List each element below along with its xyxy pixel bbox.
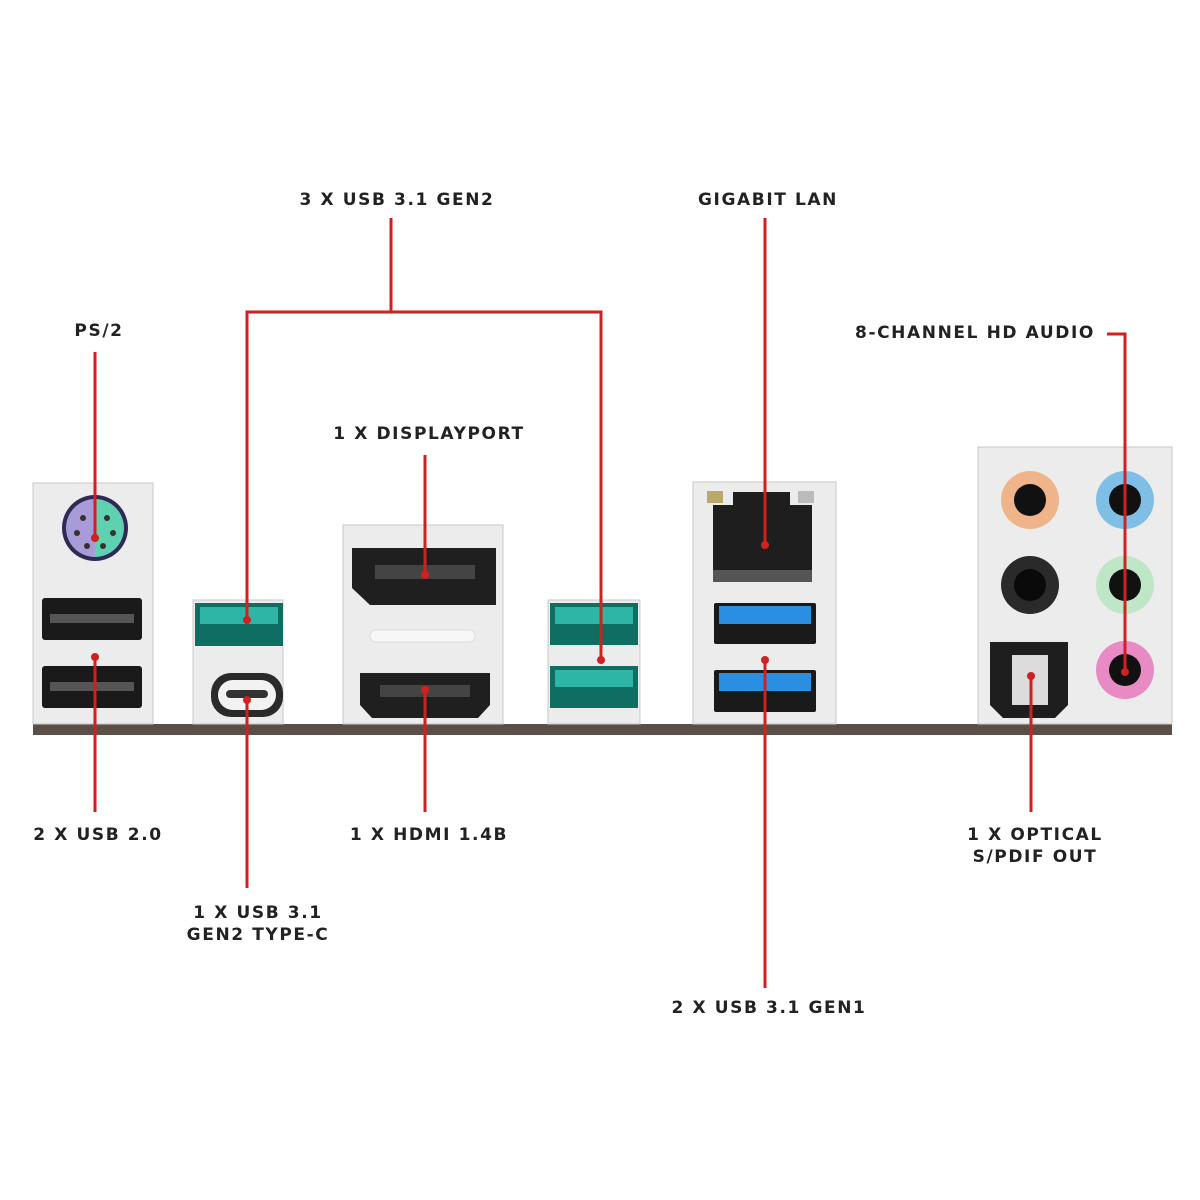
callout-usb31-gen2 bbox=[245, 218, 603, 660]
audio-jack-black bbox=[1001, 556, 1059, 614]
label-optical-line2: S/PDIF OUT bbox=[972, 847, 1098, 867]
io-shield-base bbox=[33, 724, 1172, 735]
label-usb20: 2 X USB 2.0 bbox=[33, 825, 163, 845]
callout-audio bbox=[1107, 332, 1127, 672]
label-optical-line1: 1 X OPTICAL bbox=[967, 825, 1103, 845]
label-displayport: 1 X DISPLAYPORT bbox=[333, 424, 525, 444]
usb20-port bbox=[42, 666, 142, 708]
usb31-gen1-port bbox=[714, 603, 816, 644]
label-typec-line2: GEN2 TYPE-C bbox=[186, 925, 330, 945]
usb20-port bbox=[42, 598, 142, 640]
label-audio: 8-CHANNEL HD AUDIO bbox=[855, 323, 1095, 343]
label-typec-line1: 1 X USB 3.1 bbox=[193, 903, 323, 923]
label-ps2: PS/2 bbox=[74, 321, 124, 341]
callout-dots bbox=[91, 534, 1129, 704]
usb31-gen2-port bbox=[195, 603, 283, 646]
ps2-usb2-panel bbox=[32, 482, 154, 725]
rj45-lan-port bbox=[707, 491, 814, 582]
usb-gen2-typec-panel bbox=[192, 599, 284, 725]
label-typec: 1 X USB 3.1 GEN2 TYPE-C bbox=[187, 902, 330, 946]
audio-panel bbox=[977, 446, 1173, 725]
dp-hdmi-panel bbox=[342, 524, 504, 725]
label-optical: 1 X OPTICAL S/PDIF OUT bbox=[967, 824, 1103, 868]
label-usb31-gen2: 3 X USB 3.1 GEN2 bbox=[299, 190, 495, 210]
usb-typec-port bbox=[211, 673, 283, 717]
label-gigabit-lan: GIGABIT LAN bbox=[697, 190, 839, 210]
label-hdmi: 1 X HDMI 1.4B bbox=[349, 825, 509, 845]
usb31-gen2-port bbox=[550, 666, 638, 708]
usb31-gen2-port bbox=[550, 603, 638, 645]
label-usb31-gen1: 2 X USB 3.1 GEN1 bbox=[671, 998, 867, 1018]
audio-jack-orange bbox=[1001, 471, 1059, 529]
dual-usb-gen2-panel bbox=[547, 599, 641, 725]
callout-lines bbox=[93, 218, 1127, 988]
optical-spdif-port bbox=[990, 642, 1068, 718]
